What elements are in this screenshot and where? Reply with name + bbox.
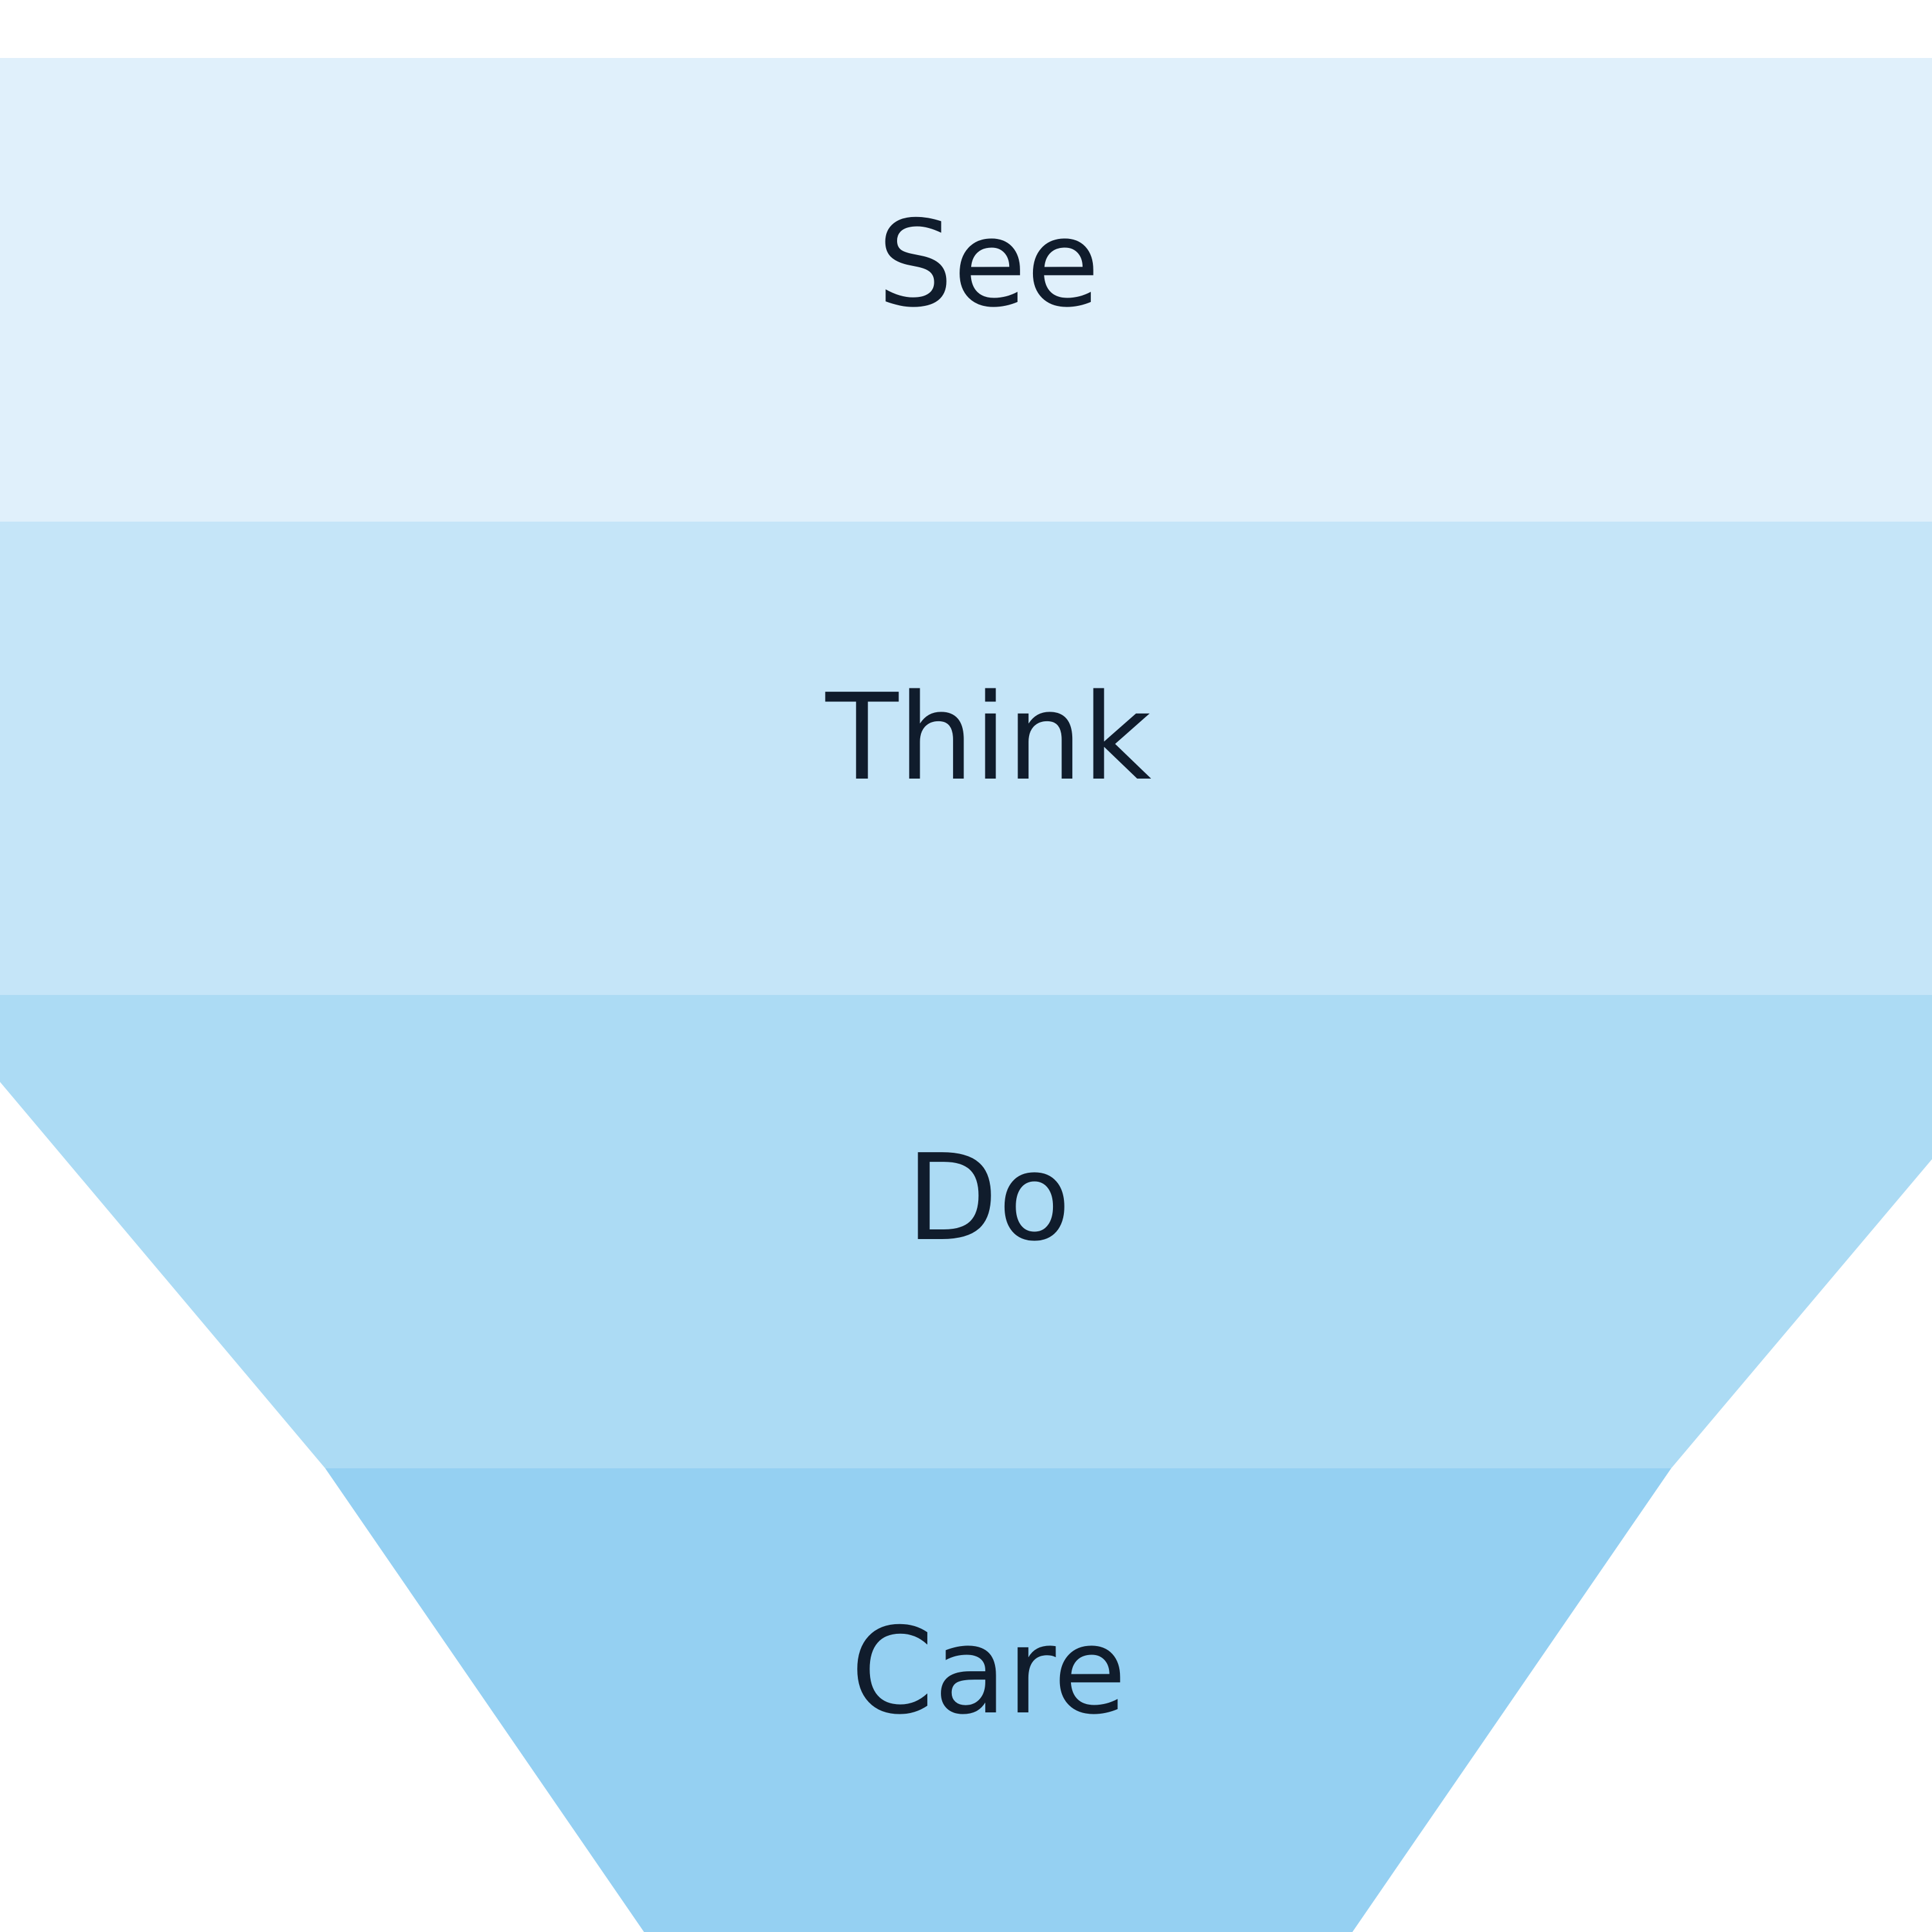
stage-think-band xyxy=(0,522,1932,995)
stage-care-band xyxy=(325,1468,1671,1932)
stage-care: Care xyxy=(325,1468,1671,1932)
stage-see-label: See xyxy=(877,194,1099,334)
stage-do-label: Do xyxy=(906,1128,1071,1267)
stage-do-band xyxy=(0,995,1932,1468)
stage-see: See xyxy=(0,58,1932,522)
stage-think: Think xyxy=(0,522,1932,995)
stage-do: Do xyxy=(0,995,1932,1468)
stage-think-label: Think xyxy=(825,668,1151,807)
stage-care-label: Care xyxy=(851,1602,1126,1741)
stage-see-band xyxy=(0,58,1932,522)
